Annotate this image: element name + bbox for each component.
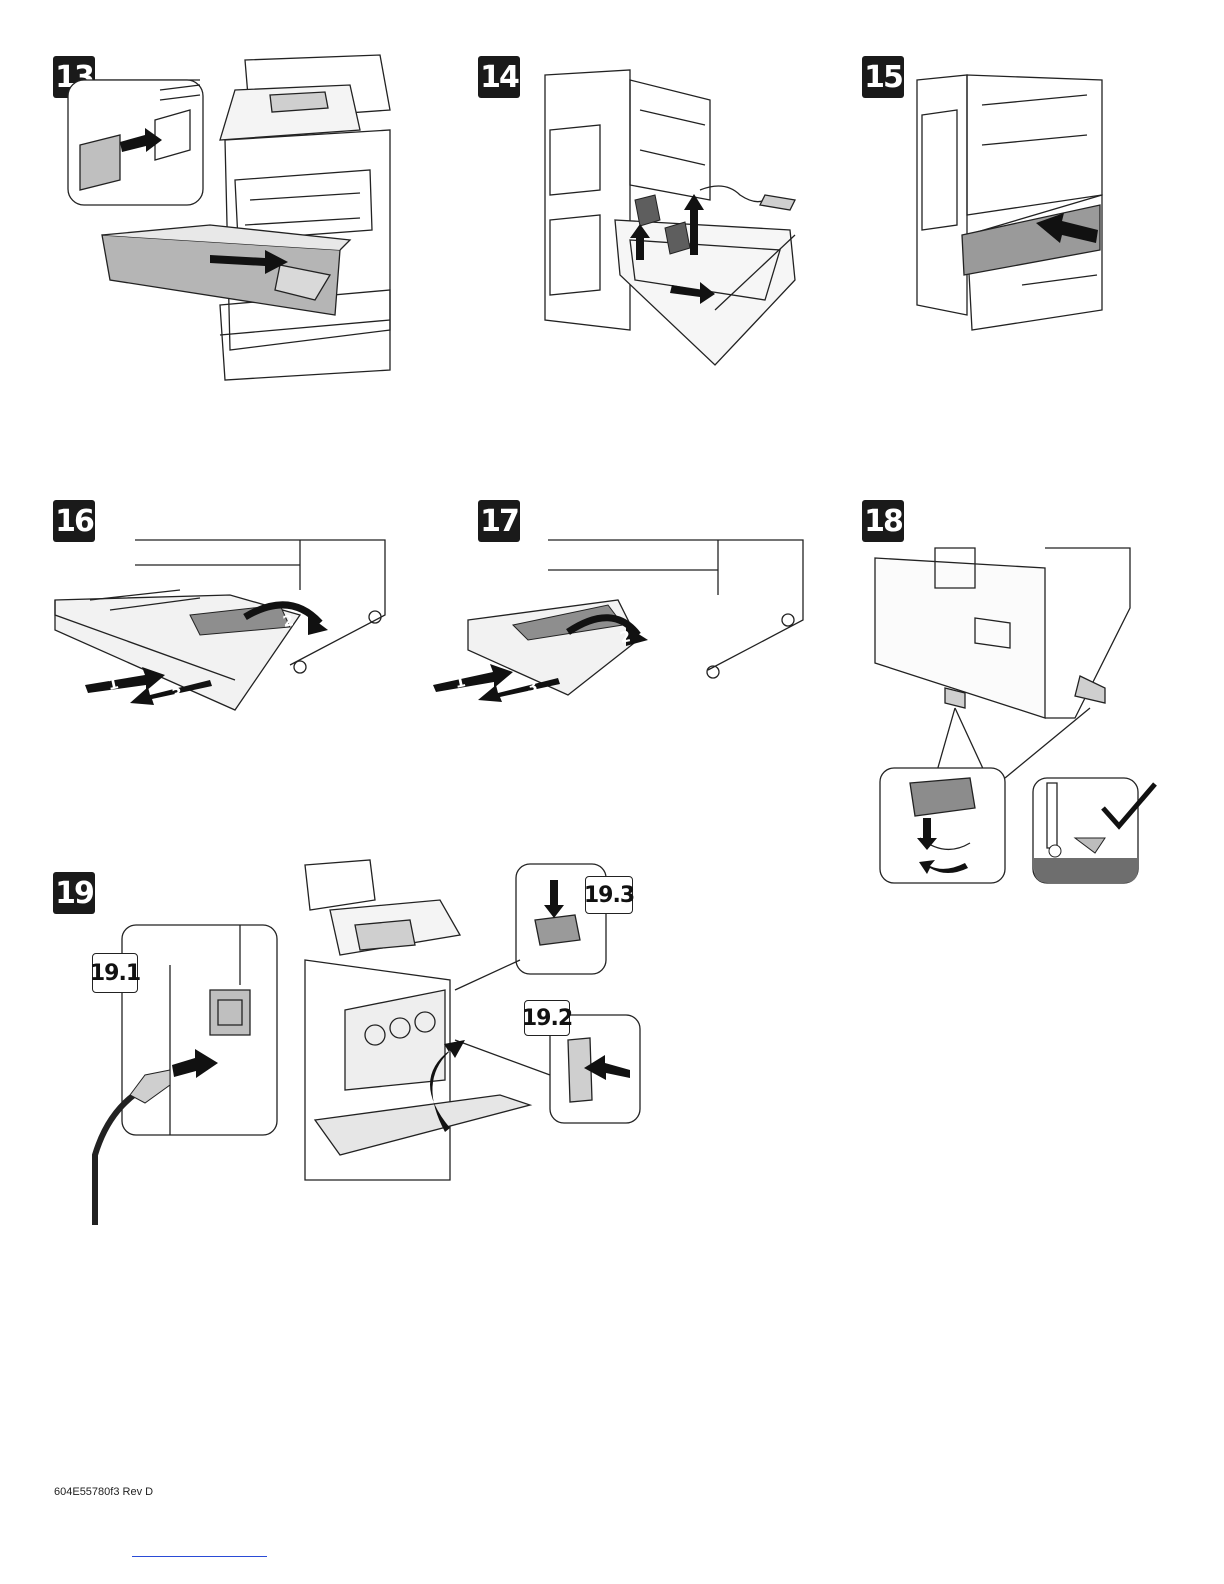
- step-17-badge: 17: [478, 500, 520, 542]
- step-15-badge: 15: [862, 56, 904, 98]
- step-19-badge: 19: [53, 872, 95, 914]
- substep-19-2-badge: 19.2: [524, 1000, 570, 1036]
- step-13-illustration: [60, 50, 400, 380]
- step-15-illustration: [912, 75, 1112, 335]
- step-17-illustration: [428, 540, 808, 710]
- document-code: 604E55780f3 Rev D: [54, 1486, 153, 1498]
- step-14-illustration: [540, 70, 800, 370]
- footer-link-underline[interactable]: [132, 1556, 267, 1557]
- substep-19-1-badge: 19.1: [92, 953, 138, 993]
- step-14-badge: 14: [478, 56, 520, 98]
- step-16-illustration: [50, 535, 395, 715]
- step-18-badge: 18: [862, 500, 904, 542]
- substep-19-3-badge: 19.3: [585, 876, 633, 914]
- step-18-illustration: [875, 548, 1140, 888]
